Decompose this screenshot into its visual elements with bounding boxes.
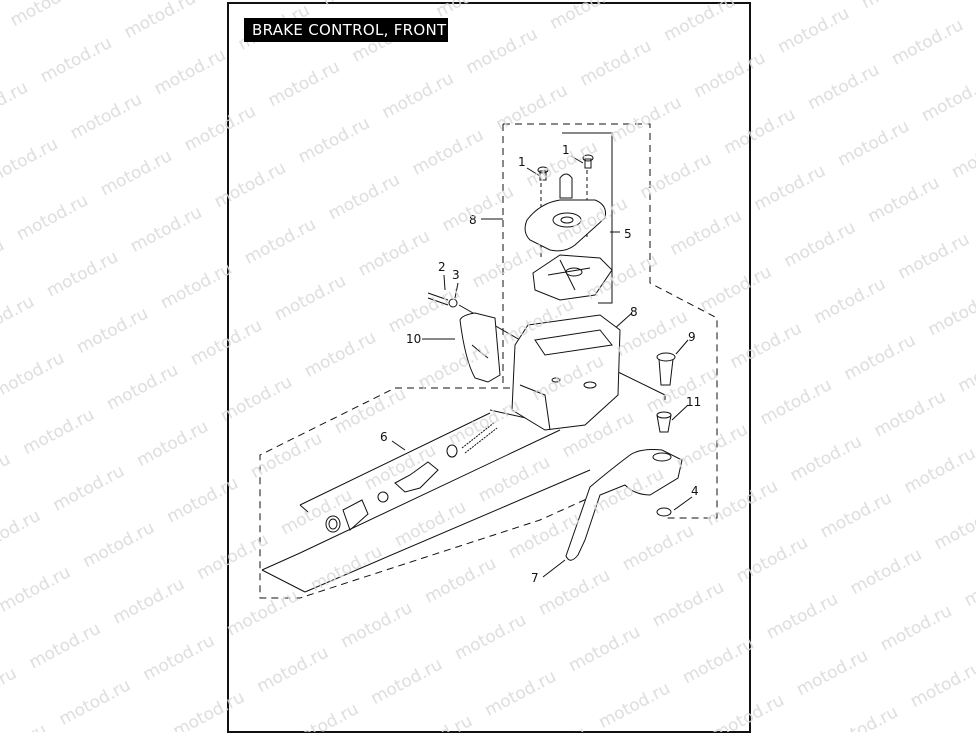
screw-icon-left [537, 166, 549, 181]
bushing [656, 411, 672, 433]
callout-10: 10 [406, 332, 421, 346]
callout-9: 9 [688, 330, 696, 344]
retaining-ring [656, 507, 672, 517]
callout-1b: 1 [562, 143, 570, 157]
callout-3: 3 [452, 268, 460, 282]
brake-lever [565, 449, 683, 561]
piston-kit [325, 421, 498, 533]
dashed-boundary-upper [503, 123, 718, 519]
callout-2: 2 [438, 260, 446, 274]
callout-6: 6 [380, 430, 388, 444]
callout-4: 4 [691, 484, 699, 498]
screw-icon-right [582, 154, 594, 169]
diaphragm [532, 254, 613, 301]
diagram-title: BRAKE CONTROL, FRONT [244, 18, 448, 42]
pivot-pin [656, 352, 676, 386]
callout-5: 5 [624, 227, 632, 241]
callout-1a: 1 [518, 155, 526, 169]
callout-8a: 8 [469, 213, 477, 227]
clamp [459, 312, 501, 383]
callout-8b: 8 [630, 305, 638, 319]
reservoir-cover [524, 199, 606, 252]
callout-11: 11 [686, 395, 701, 409]
master-cylinder-body [511, 314, 621, 431]
callout-7: 7 [531, 571, 539, 585]
